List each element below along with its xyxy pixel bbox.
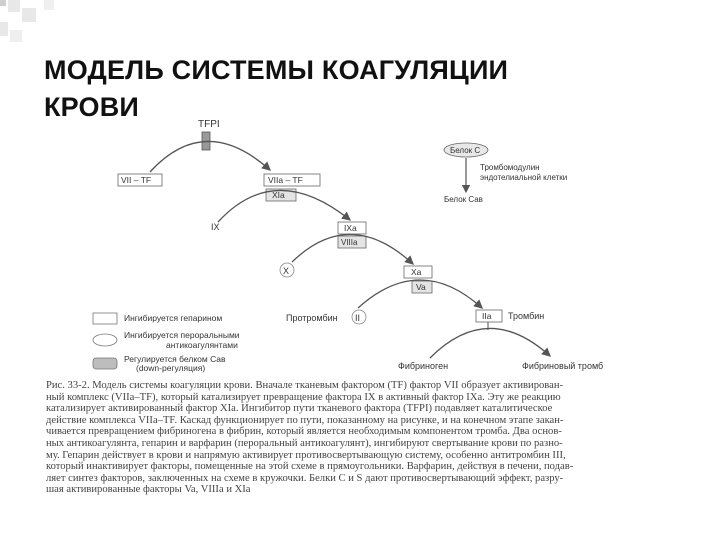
prothrombin-label: Протромбин [286,313,338,323]
viia-tf-box [263,173,321,187]
viiia-box [337,235,367,249]
x-label: X [283,266,289,276]
iia-label: IIa [482,311,492,321]
xa-label: Xa [411,267,422,277]
protein-c-label: Белок C [450,146,480,155]
decorative-square [44,0,54,10]
title-line-2: КРОВИ [44,92,140,122]
caption-line: шая активированные факторы Va, VIIIa и X… [46,484,251,496]
caption-line: ный комплекс (VIIa–TF), который катализи… [46,391,561,403]
title-line-1: МОДЕЛЬ СИСТЕМЫ КОАГУЛЯЦИИ [44,55,509,85]
va-box [411,280,433,294]
arrow-ii-to-iia [357,279,483,309]
protein-ca-label: Белок Сав [444,195,483,204]
caption-line: чивается превращением фибриногена в фибр… [46,426,562,438]
vii-tf-box [117,173,163,187]
viiia-label: VIIIa [341,238,358,247]
xia-box [265,188,297,202]
arrow-fibrinogen-to-clot [429,327,551,359]
viia-tf-label: VIIa – TF [268,175,303,185]
fibrin-clot-label: Фибриновый тромб [522,361,603,371]
legend-oral-swatch [92,333,118,347]
arrow-vii-to-viia [149,140,271,173]
thrombomodulin-label-2: эндотелиальной клетки [480,173,567,182]
x-circle [279,262,295,278]
tfpi-label: TFPI [198,119,220,130]
caption-line: ных антикоагулянта, гепарин и варфарин (… [46,437,563,449]
caption-line: Рис. 33-2. Модель системы коагуляции кро… [46,380,564,391]
figure-caption: Рис. 33-2. Модель системы коагуляции кро… [46,380,686,496]
legend-regulated-label-2: (down-регуляция) [136,363,205,373]
caption-line: му. Гепарин действует в крови и напрямую… [46,449,566,461]
decorative-square [0,0,6,6]
arrow-x-to-xa [291,233,414,265]
ix-label: IX [211,222,220,232]
arrow-ix-to-ixa [217,189,352,223]
fibrinogen-label: Фибриноген [398,361,448,371]
caption-line: действие комплекса VIIa–TF. Каскад функц… [46,414,564,426]
xia-label: XIa [272,190,285,200]
page-title: МОДЕЛЬ СИСТЕМЫ КОАГУЛЯЦИИ КРОВИ [44,52,644,126]
legend-regulated-label-1: Регулируется белком Сав [124,354,226,364]
ii-circle [351,309,367,325]
legend-oral-label-1: Ингибируется пероральными [124,330,240,340]
caption-line: который инактивирует факторы, помещенные… [46,461,574,473]
vii-tf-label: VII – TF [121,175,151,185]
legend-heparin-label: Ингибируется гепарином [124,313,222,323]
decorative-square [0,22,8,36]
caption-line: ляет синтез факторов, заключенных на схе… [46,472,564,484]
iia-box [475,309,503,323]
thrombomodulin-label-1: Тромбомодулин [480,163,540,172]
decorative-square [10,30,22,42]
legend-regulated-swatch [92,357,118,370]
caption-line: катализирует активированный фактор XIa. … [46,403,553,415]
decorative-square [22,8,36,22]
legend-oral-label-2: антикоагулянтами [166,340,238,350]
xa-box [403,265,433,279]
va-label: Va [416,282,426,292]
thrombin-label: Тромбин [508,311,544,321]
protein-c-oval [443,142,489,158]
ii-label: II [355,313,360,323]
ixa-label: IXa [344,223,357,233]
decorative-square [8,0,20,12]
legend-heparin-swatch [92,312,118,325]
